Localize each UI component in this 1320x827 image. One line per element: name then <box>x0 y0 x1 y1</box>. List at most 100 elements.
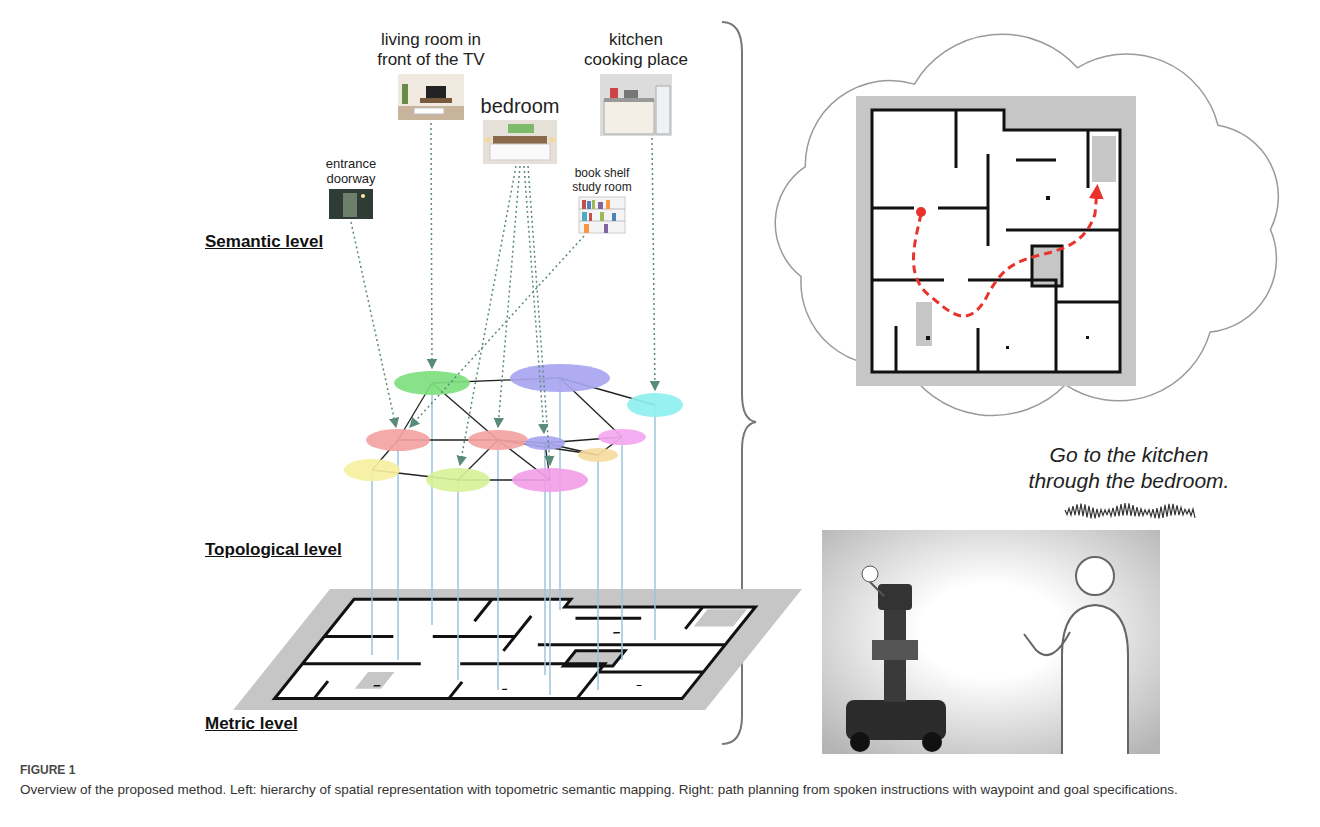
figure-caption: Overview of the proposed method. Left: h… <box>20 781 1250 799</box>
bedroom-photo <box>549 137 555 143</box>
figure-number: FIGURE 1 <box>20 763 75 777</box>
projection-line <box>621 437 623 660</box>
robot-scene <box>1024 632 1070 655</box>
bookshelf-photo <box>600 212 604 221</box>
place-name: kitchen cooking place <box>582 30 690 70</box>
place-name: bedroom <box>460 94 580 118</box>
robot-scene <box>1062 605 1128 754</box>
bookshelf-photo <box>582 200 586 209</box>
metric-map-plane <box>233 589 802 710</box>
living-room-photo <box>398 74 464 120</box>
robot-scene <box>922 732 942 752</box>
living-room-photo <box>402 84 408 104</box>
place-ellipse <box>512 468 588 492</box>
kitchen-photo <box>600 74 672 136</box>
floor-map <box>856 96 1136 386</box>
planned-path <box>916 207 926 217</box>
bookshelf-photo <box>584 224 589 233</box>
place-ellipse <box>598 429 646 445</box>
place-ellipse <box>366 429 430 451</box>
entrance-photo <box>329 189 373 219</box>
planned-path <box>913 190 1097 316</box>
semantic-cloud: entrance doorway <box>296 138 406 230</box>
bookshelf-photo <box>598 202 603 209</box>
kitchen-photo <box>624 90 638 98</box>
projection-line <box>549 480 551 695</box>
level-label: Semantic level <box>205 232 323 252</box>
metric-map-plane <box>233 589 802 710</box>
place-ellipse <box>627 393 683 417</box>
cloud-outline <box>447 75 591 176</box>
bookshelf-photo <box>579 197 625 233</box>
grounding-arrow <box>431 123 432 368</box>
projection-line <box>371 470 373 655</box>
place-ellipse <box>344 364 683 492</box>
living-room-photo <box>426 86 446 98</box>
bedroom-photo <box>508 124 534 133</box>
place-ellipse <box>578 448 618 462</box>
place-name: living room in front of the TV <box>365 30 497 70</box>
kitchen-photo <box>610 88 618 98</box>
robot-scene <box>1076 557 1114 595</box>
projection-line <box>431 383 433 625</box>
bookshelf-photo <box>606 200 610 209</box>
bookshelf-photo <box>604 224 608 233</box>
kitchen-photo <box>600 74 672 136</box>
floor-map <box>856 96 1136 386</box>
bedroom-photo <box>483 120 557 164</box>
projection-line <box>497 440 499 690</box>
cloud-outline <box>552 146 652 246</box>
place-ellipse <box>525 436 565 450</box>
bedroom-photo <box>490 144 550 160</box>
place-ellipse <box>510 364 610 392</box>
place-ellipse <box>426 468 490 492</box>
entrance-photo <box>329 189 373 219</box>
robot-scene <box>850 732 870 752</box>
living-room-photo <box>398 106 464 120</box>
projection-line <box>559 378 561 610</box>
bedroom-photo <box>485 137 491 143</box>
bookshelf-photo <box>579 197 625 233</box>
place-ellipse <box>344 459 400 481</box>
entrance-photo <box>361 194 365 198</box>
robot-scene <box>872 640 918 660</box>
projection-line <box>457 480 459 680</box>
cloud-outline <box>556 6 716 156</box>
living-room-photo <box>420 98 452 103</box>
bookshelf-photo <box>582 212 587 221</box>
place-name: book shelf study room <box>568 166 636 194</box>
level-label: Topological level <box>205 540 342 560</box>
spoken-instruction: Go to the kitchen through the bedroom. <box>1020 442 1238 494</box>
thought-cloud <box>775 34 1278 415</box>
living-room-photo <box>414 108 444 114</box>
grounding-arrow <box>652 138 655 390</box>
grounding-arrow <box>351 123 655 465</box>
speech-bubble: Go to the kitchen through the bedroom. <box>1000 428 1258 546</box>
robot-scene <box>878 584 912 610</box>
robot-scene <box>862 566 878 582</box>
bookshelf-photo <box>612 213 616 221</box>
robot-scene <box>822 530 1160 754</box>
bedroom-photo <box>483 120 557 164</box>
cloud-outline <box>440 74 600 178</box>
level-label: Metric level <box>205 714 298 734</box>
place-name: entrance doorway <box>319 156 383 186</box>
entrance-photo <box>343 193 357 217</box>
semantic-cloud: bedroom <box>440 74 600 178</box>
bookshelf-photo <box>587 201 591 209</box>
bookshelf-photo <box>592 200 595 209</box>
cloud-outline <box>302 142 400 227</box>
projection-line <box>597 455 599 690</box>
grounding-arrow <box>498 166 520 427</box>
robot-scene <box>822 530 1160 754</box>
cloud-outline <box>559 152 647 241</box>
planned-path <box>913 190 1097 316</box>
robot-scene <box>870 582 884 596</box>
grounding-arrow <box>528 166 550 465</box>
cloud-outline <box>567 13 709 149</box>
cloud-outline <box>354 11 508 142</box>
grounding-arrow <box>351 222 396 427</box>
